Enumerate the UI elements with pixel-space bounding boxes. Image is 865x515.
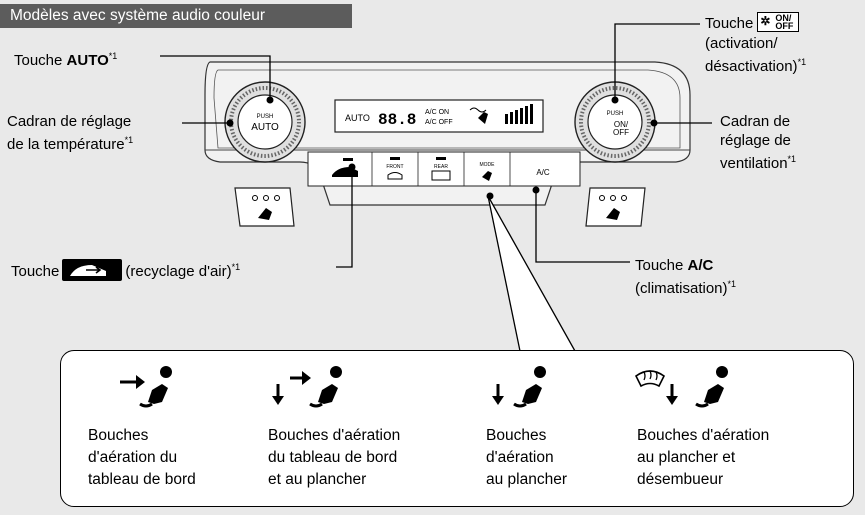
- label-auto: Touche AUTO*1: [14, 47, 117, 70]
- floor-defrost-vent-icon: [634, 366, 728, 408]
- mode-label-dashboard-line2: d'aération du: [88, 449, 178, 466]
- btn-front-text: FRONT: [386, 164, 403, 170]
- fan-onoff-icon: ✲ON/OFF: [757, 12, 800, 33]
- left-knob-text-push: PUSH: [257, 114, 274, 120]
- label-ac-prefix: Touche: [635, 257, 688, 274]
- dashboard-floor-vent-icon: [272, 366, 342, 408]
- mode-label-dashboard-floor: Bouches d'aération du tableau de bord et…: [268, 425, 400, 491]
- mode-label-floor-defrost: Bouches d'aération au plancher et désemb…: [637, 425, 769, 491]
- label-ac-note: *1: [727, 279, 737, 289]
- label-ac-line2: (climatisation): [635, 280, 728, 297]
- display-temp: 88.8: [378, 111, 416, 129]
- label-onoff-prefix: Touche: [705, 15, 754, 32]
- label-onoff-line3: désactivation): [705, 58, 798, 76]
- onoff-icon-bottom: OFF: [775, 21, 794, 32]
- label-recirc-suffix: (recyclage d'air): [125, 263, 232, 280]
- floor-vent-icon: [492, 366, 546, 408]
- label-recirc-note: *1: [231, 262, 241, 272]
- label-ac: Touche A/C (climatisation)*1: [635, 256, 736, 298]
- label-onoff: Touche✲ON/OFF (activation/ désactivation…: [705, 12, 865, 76]
- btn-mode-text: MODE: [480, 162, 496, 168]
- label-fan-line1: Cadran de: [720, 113, 791, 130]
- display-ac-off: A/C OFF: [425, 119, 453, 126]
- mode-label-floor: Bouches d'aération au plancher: [486, 425, 567, 491]
- mode-label-dashboard-floor-line2: du tableau de bord: [268, 449, 398, 466]
- mode-label-floor-line1: Bouches: [486, 427, 547, 444]
- label-recirculation: Touche (recyclage d'air)*1: [11, 258, 240, 283]
- mode-label-floor-defrost-line1: Bouches d'aération: [637, 427, 770, 444]
- mode-label-dashboard: Bouches d'aération du tableau de bord: [88, 425, 196, 491]
- label-onoff-line2: (activation/: [705, 35, 778, 53]
- label-fan-dial: Cadran de réglage de ventilation*1: [720, 112, 796, 173]
- mode-label-dashboard-floor-line1: Bouches d'aération: [268, 427, 401, 444]
- btn-ac-text: A/C: [536, 168, 550, 177]
- mode-label-floor-defrost-line2: au plancher et: [637, 449, 736, 466]
- label-onoff-note: *1: [797, 57, 807, 68]
- label-fan-line2: réglage de: [720, 132, 791, 149]
- mode-label-dashboard-floor-line3: et au plancher: [268, 471, 367, 488]
- label-ac-key: A/C: [687, 257, 714, 274]
- left-knob-text-auto: AUTO: [251, 122, 279, 133]
- right-knob-text-off: OFF: [613, 128, 629, 137]
- label-auto-prefix: Touche: [14, 52, 67, 69]
- label-fan-line3: ventilation: [720, 155, 788, 172]
- mode-label-floor-line2: d'aération: [486, 449, 554, 466]
- model-header: Modèles avec système audio couleur: [0, 4, 352, 28]
- display-auto: AUTO: [345, 113, 370, 123]
- label-temp-line1: Cadran de réglage: [7, 113, 132, 130]
- right-knob-text-on: ON/: [614, 120, 629, 129]
- btn-rear-text: REAR: [434, 164, 448, 170]
- label-auto-note: *1: [108, 51, 118, 61]
- mode-label-dashboard-line3: tableau de bord: [88, 471, 196, 488]
- label-recirc-prefix: Touche: [11, 263, 60, 280]
- dashboard-vent-icon: [120, 366, 172, 408]
- mode-label-floor-defrost-line3: désembueur: [637, 471, 724, 488]
- recirculation-icon: [62, 259, 123, 282]
- right-knob-text-push: PUSH: [607, 111, 624, 117]
- label-fan-note: *1: [787, 154, 797, 164]
- mode-label-floor-line3: au plancher: [486, 471, 568, 488]
- onoff-icon-top: ON/: [775, 13, 792, 24]
- mode-label-dashboard-line1: Bouches: [88, 427, 149, 444]
- label-auto-key: AUTO: [66, 52, 109, 69]
- label-temp-note: *1: [124, 135, 134, 145]
- label-temperature-dial: Cadran de réglage de la température*1: [7, 112, 133, 154]
- display-ac-on: A/C ON: [425, 109, 449, 116]
- label-temp-line2: de la température: [7, 136, 125, 153]
